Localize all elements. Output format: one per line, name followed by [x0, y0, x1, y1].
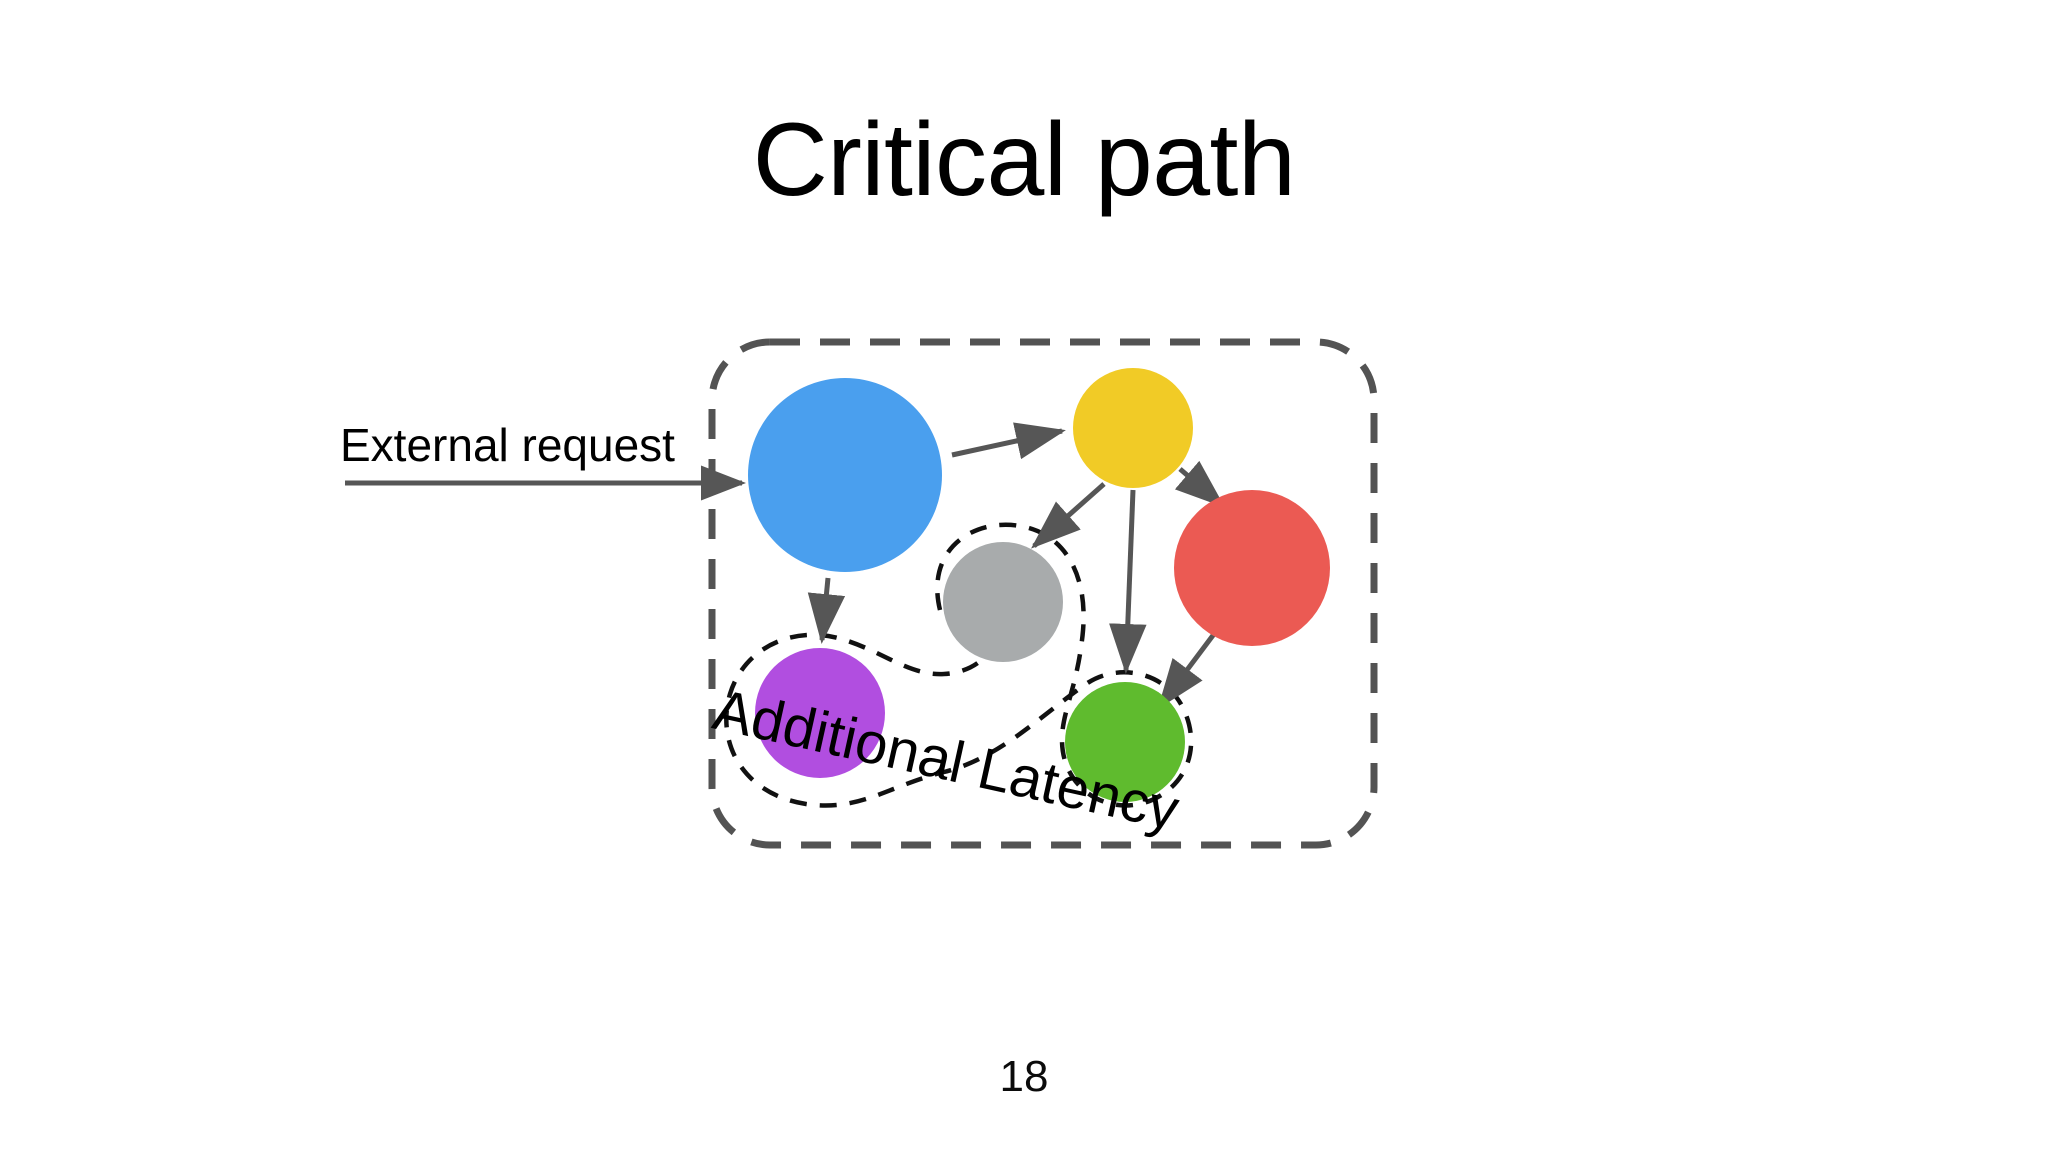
- node-purple[interactable]: [755, 648, 885, 778]
- node-blue[interactable]: [748, 378, 942, 572]
- edge-yellow-to-red: [1174, 460, 1226, 508]
- node-green[interactable]: [1065, 682, 1185, 802]
- service-boundary-outline: [708, 338, 1378, 849]
- node-red[interactable]: [1174, 490, 1330, 646]
- edge-red-to-green: [1157, 632, 1216, 710]
- page-number: 18: [999, 1052, 1049, 1101]
- edge-yellow-to-green: [1109, 489, 1147, 674]
- edge-blue-to-purple: [807, 577, 846, 644]
- node-yellow[interactable]: [1073, 368, 1193, 488]
- external-request-label: External request: [340, 419, 675, 471]
- edge-yellow-to-gray: [1031, 482, 1106, 549]
- edge-blue-to-yellow: [951, 422, 1066, 460]
- page-title: Critical path: [752, 102, 1296, 218]
- additional-latency-outline: [724, 522, 1194, 808]
- node-gray[interactable]: [943, 542, 1063, 662]
